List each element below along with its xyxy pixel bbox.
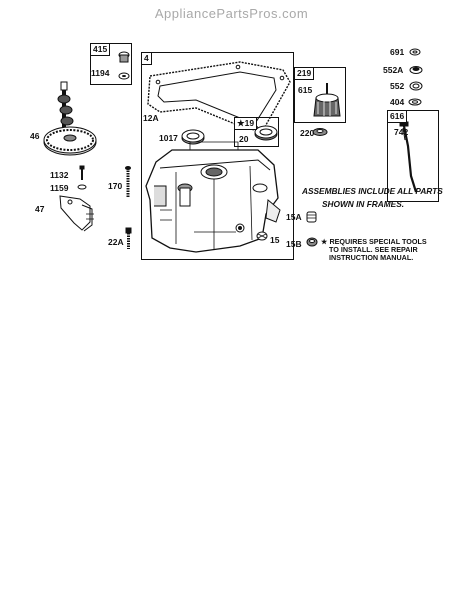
bracket-47-part [59, 195, 94, 232]
label-47: 47 [35, 204, 45, 214]
tag-219: 219 [294, 67, 315, 80]
frame-4: 4 [141, 52, 294, 260]
plug-15A-part [306, 211, 317, 223]
screw-1132-part [79, 165, 85, 180]
note-special-line1: ★ REQUIRES SPECIAL TOOLS [321, 237, 427, 246]
label-15B: 15B [286, 239, 302, 249]
crankcase-cover-part [145, 141, 281, 253]
label-404: 404 [390, 97, 405, 107]
label-170: 170 [108, 181, 123, 191]
note-special-line3: INSTRUCTION MANUAL. [329, 253, 414, 262]
tag-616: 616 [387, 110, 408, 123]
frame-415: 415 1194 [90, 43, 132, 85]
tag-415: 415 [90, 43, 111, 56]
note-assemblies-line1: ASSEMBLIES INCLUDE ALL PARTS [302, 186, 443, 196]
label-615: 615 [298, 85, 313, 95]
label-20: 20 [239, 134, 249, 144]
seal-691-part [409, 48, 421, 56]
label-1194: 1194 [91, 68, 110, 78]
label-742: 742 [394, 127, 409, 137]
bolt-22A-part [125, 227, 132, 249]
tag-4: 4 [141, 52, 152, 65]
tag-19: ★19 [234, 117, 258, 130]
governor-615-part [313, 83, 341, 117]
label-552A: 552A [383, 65, 404, 75]
label-12A: 12A [143, 113, 159, 123]
plug-15B-part [306, 237, 318, 247]
label-220: 220 [300, 128, 315, 138]
note-special-line2: TO INSTALL. SEE REPAIR [329, 245, 418, 254]
label-46: 46 [30, 131, 40, 141]
camshaft-part [43, 81, 97, 156]
plug-15-part [256, 231, 268, 241]
note-assemblies-line2: SHOWN IN FRAMES. [322, 199, 405, 209]
frame-219: 219 615 [294, 67, 346, 123]
label-691: 691 [390, 47, 405, 57]
frame-19: ★19 20 [234, 117, 279, 147]
seal-552A-part [409, 66, 423, 74]
washer-220-part [312, 128, 328, 136]
label-1017: 1017 [159, 133, 178, 143]
label-22A: 22A [108, 237, 124, 247]
frame-616: 616 742 [387, 110, 439, 202]
part-415-icon [118, 51, 130, 80]
label-1132: 1132 [50, 170, 69, 180]
label-15A: 15A [286, 212, 302, 222]
watermark: AppliancePartsPros.com [154, 6, 309, 21]
seal-552-part [409, 81, 423, 91]
oil-seal-1017-part [181, 129, 205, 145]
label-15: 15 [270, 235, 280, 245]
washer-404-part [408, 98, 422, 106]
stud-170-part [125, 166, 131, 198]
label-552: 552 [390, 81, 405, 91]
label-1159: 1159 [50, 183, 69, 193]
washer-1159-part [77, 184, 87, 190]
seal-20-part [254, 125, 278, 141]
